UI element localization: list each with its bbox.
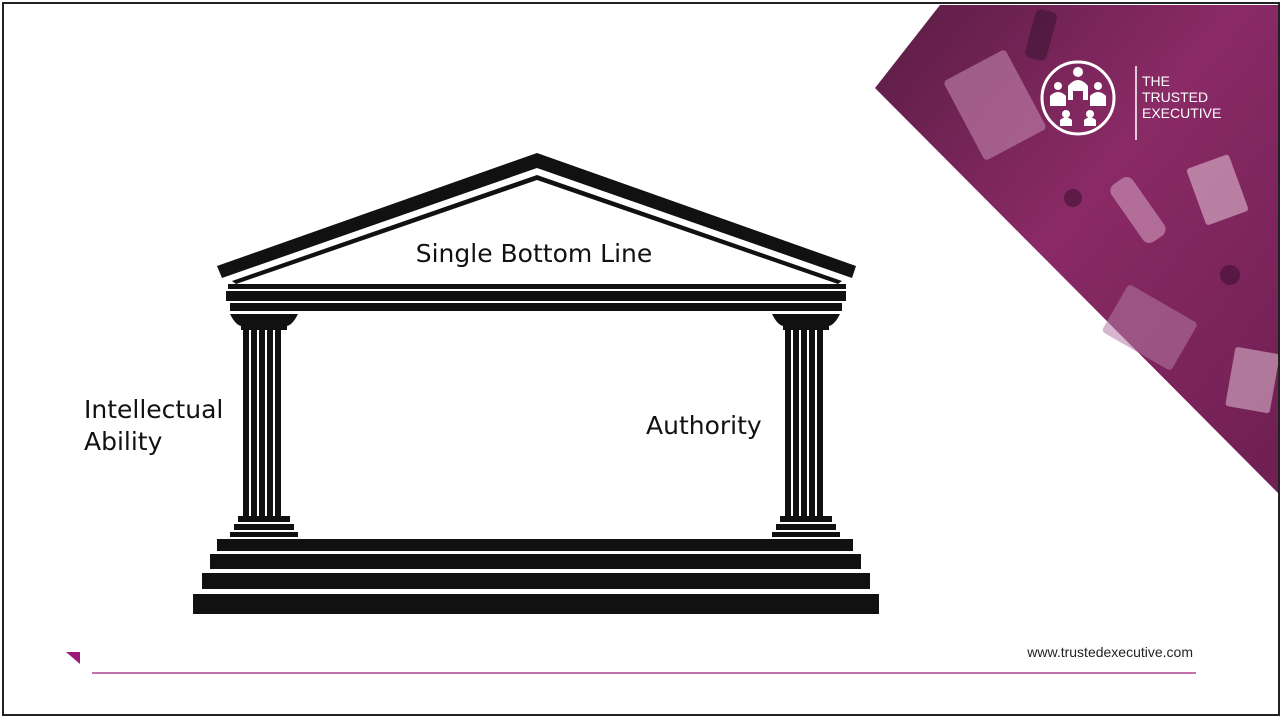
temple-step-2 xyxy=(210,554,861,569)
website-url[interactable]: www.trustedexecutive.com xyxy=(1026,644,1193,660)
footer-corner-triangle xyxy=(66,652,80,664)
temple-diagram xyxy=(193,153,879,614)
temple-step-4 xyxy=(193,594,879,614)
right-column xyxy=(772,314,840,537)
left-pillar-label-line1: Intellectual xyxy=(84,395,223,424)
temple-entablature-top xyxy=(226,291,846,301)
brand-line-1: THE xyxy=(1142,73,1170,89)
brand-line-3: EXECUTIVE xyxy=(1142,105,1221,121)
right-pillar-label: Authority xyxy=(646,411,762,440)
temple-entablature-bottom xyxy=(230,303,842,311)
pediment-label: Single Bottom Line xyxy=(416,239,653,268)
left-column xyxy=(230,314,298,537)
temple-step-1 xyxy=(217,539,853,551)
temple-pediment-base xyxy=(228,284,846,289)
temple-step-3 xyxy=(202,573,870,589)
left-pillar-label-line2: Ability xyxy=(84,427,163,456)
brand-line-2: TRUSTED xyxy=(1142,89,1208,105)
header-photo-banner xyxy=(875,5,1280,495)
